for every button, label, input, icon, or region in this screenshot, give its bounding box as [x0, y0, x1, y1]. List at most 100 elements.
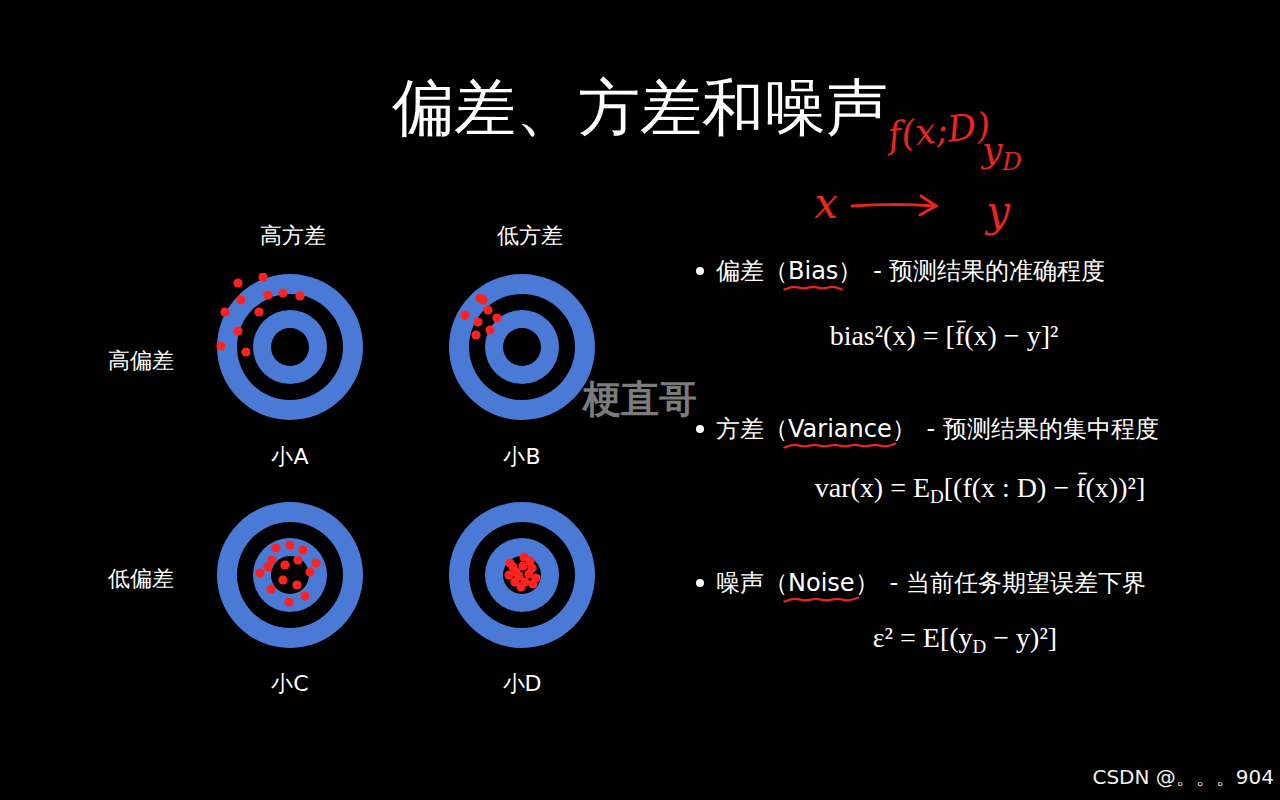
handwritten-note-row: yD [982, 128, 1022, 177]
watermark-row: 梗直哥 [583, 377, 697, 423]
row-header-row: 低偏差 [108, 566, 174, 592]
source-credit: CSDN @。。。904 [1092, 765, 1274, 789]
target-ring [253, 538, 327, 612]
target-ring [469, 294, 575, 400]
target-board: 小A [216, 273, 364, 473]
shot-dot [311, 558, 320, 567]
handwritten-note: x [814, 179, 838, 228]
target-label: 小C [216, 669, 364, 699]
target-ring [449, 502, 595, 648]
handwritten-underline [784, 287, 842, 290]
formula: [(f(x : D) − f̄(x))²] [944, 472, 1145, 503]
column-header-row: 高方差 [260, 223, 326, 249]
row-header: 低偏差 [108, 566, 174, 591]
target-board: 小D [448, 501, 596, 701]
handwritten-note-row: x [814, 179, 838, 229]
target-rings [448, 501, 596, 649]
shot-dot [233, 278, 242, 287]
shot-dot [254, 307, 263, 316]
bullet-line: 偏差 [716, 257, 764, 285]
target-rings [448, 273, 596, 421]
shot-dot [236, 295, 245, 304]
shot-dot [525, 556, 534, 565]
shot-dot [241, 347, 250, 356]
shot-dot [271, 543, 280, 552]
shot-dot [292, 580, 301, 589]
target-ring [503, 556, 541, 594]
target-ring [485, 538, 559, 612]
bullet-line: - 当前任务期望误差下界 [889, 569, 1145, 597]
formula: ε² = E[(y [873, 622, 973, 653]
shot-dot [300, 591, 309, 600]
handwritten-note-row: f(x;D) [886, 104, 993, 158]
target-board: 小C [216, 501, 364, 701]
target-ring [217, 502, 363, 648]
target-ring [503, 328, 541, 366]
shot-dot [233, 326, 242, 335]
handwritten-note: f(x;D) [886, 105, 992, 157]
shot-dot [492, 313, 501, 322]
shot-dot [216, 341, 225, 350]
bullet-line: - 预测结果的准确程度 [873, 257, 1105, 285]
formula: − y)²] [986, 622, 1057, 653]
target-ring [237, 522, 343, 628]
formula: D [973, 636, 987, 657]
watermark: 梗直哥 [583, 377, 697, 421]
column-header-row: 低方差 [497, 223, 563, 249]
bullet-line: （Noise） [764, 569, 879, 597]
target-ring [271, 328, 309, 366]
target-board: 小B [448, 273, 596, 473]
arrow-head [920, 196, 936, 215]
shot-dot [278, 575, 287, 584]
shot-dot [285, 540, 294, 549]
target-ring [237, 294, 343, 400]
shot-dot [266, 584, 275, 593]
bullet-dot [696, 425, 704, 433]
formula: D [930, 486, 944, 507]
formula-row: ε² = E[(yD − y)²] [873, 621, 1057, 660]
shot-dot [305, 567, 314, 576]
shot-dot [258, 273, 267, 282]
bullet-line: （Bias） [764, 257, 862, 285]
shot-dot [255, 568, 264, 577]
bullet-dot [696, 267, 704, 275]
target-label: 小B [448, 442, 596, 472]
arrow-shaft [852, 205, 935, 207]
target-label: 小D [448, 669, 596, 699]
row-header-row: 高偏差 [108, 348, 174, 374]
shot-dot [471, 330, 480, 339]
formula-row: bias²(x) = [f̄(x) − y]² [830, 319, 1059, 353]
target-ring [469, 522, 575, 628]
bullet-dot [696, 579, 704, 587]
shot-dot [280, 560, 289, 569]
shot-dot [284, 597, 293, 606]
target-rings [216, 273, 364, 421]
shot-dot [278, 288, 287, 297]
target-ring [253, 310, 327, 384]
shot-dot [473, 317, 482, 326]
shot-dot [505, 558, 514, 567]
row-header: 高偏差 [108, 348, 174, 373]
bullet-line: - 预测结果的集中程度 [926, 415, 1158, 443]
shot-dot [263, 562, 272, 571]
handwritten-note: y [986, 187, 1010, 236]
target-ring [271, 556, 309, 594]
title-row: 偏差、方差和噪声 [392, 71, 888, 145]
handwritten-note-row: y [986, 187, 1010, 237]
shot-dot [460, 310, 469, 319]
shot-dot [516, 582, 525, 591]
source-credit-row: CSDN @。。。904 [1092, 765, 1274, 789]
handwritten-note: D [1002, 147, 1022, 176]
shot-dot [485, 325, 494, 334]
formula: var(x) = E [815, 472, 930, 503]
diagram-title: 偏差、方差和噪声 [392, 71, 888, 144]
bullet-line: 方差 [716, 415, 764, 443]
shot-dot [298, 545, 307, 554]
bullet-line-row: 偏差（Bias） - 预测结果的准确程度 [716, 257, 1105, 286]
shot-dot [295, 291, 304, 300]
column-header: 低方差 [497, 223, 563, 248]
formula: bias²(x) = [f̄(x) − y]² [830, 320, 1059, 351]
handwritten-underline [784, 598, 858, 602]
bullet-line: （Variance） [764, 415, 916, 443]
